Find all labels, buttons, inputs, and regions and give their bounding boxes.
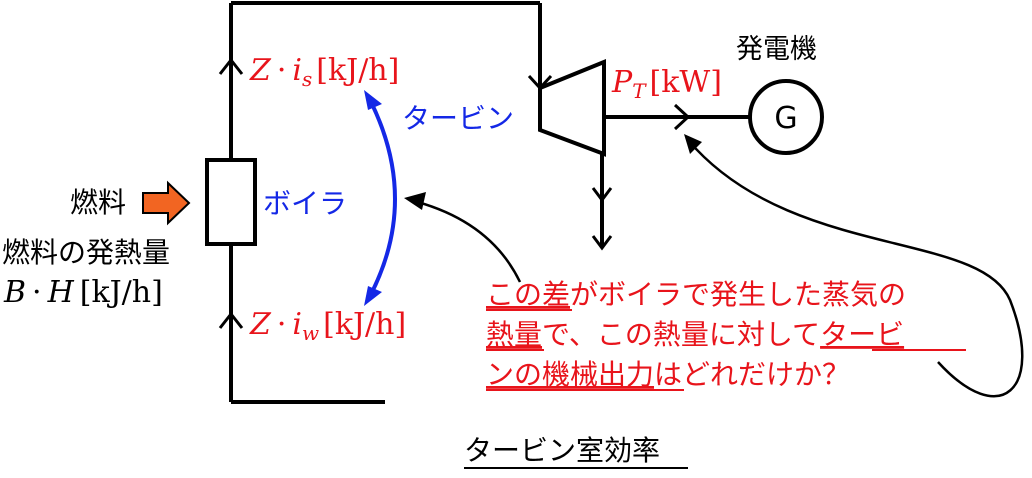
fuel-heat-formula: B·H[kJ/h] [3,275,163,310]
turbine-exhaust [591,154,613,251]
generator-title: 発電機 [736,34,817,65]
boiler-box [205,158,257,246]
water-flow-arrow [218,311,244,329]
note-line-2: 熱量で、この熱量に対してタービ [486,318,904,351]
steam-flow-arrow [218,57,244,75]
power-label: PT[kW] [611,65,722,103]
fuel-heat-title: 燃料の発熱量 [2,236,170,269]
generator-symbol: G [774,101,797,136]
steam-flow-label: Z·is[kJ/h] [249,53,399,91]
blue-arrowhead-bottom [364,286,382,306]
generator-circle [748,79,824,155]
turbine-shaft [604,103,750,131]
note-pointer-arrow-boiler [409,198,522,283]
blue-arrowhead-top [364,90,382,110]
water-flow-label: Z·iw[kJ/h] [249,307,406,345]
diagram-caption: タービン室効率 [464,434,660,467]
explanatory-note: この差がボイラで発生した蒸気の 熱量で、この熱量に対してタービ ンの機械出力はど… [486,278,906,391]
boiler-heat-double-arrow [368,99,397,297]
pointer-head-boiler [404,192,426,210]
turbine-label: タービン [402,102,514,135]
note-pointer-arrow-turbine [687,139,1024,398]
fuel-label: 燃料 [70,186,126,219]
note-underlines [486,309,966,391]
note-line-3: ンの機械出力はどれだけか？ [486,358,850,391]
note-line-1: この差がボイラで発生した蒸気の [486,278,906,311]
pointer-head-turbine [684,134,702,154]
boiler-label: ボイラ [263,187,347,220]
fuel-arrow-icon [142,180,191,226]
cycle-loop [229,1,542,404]
